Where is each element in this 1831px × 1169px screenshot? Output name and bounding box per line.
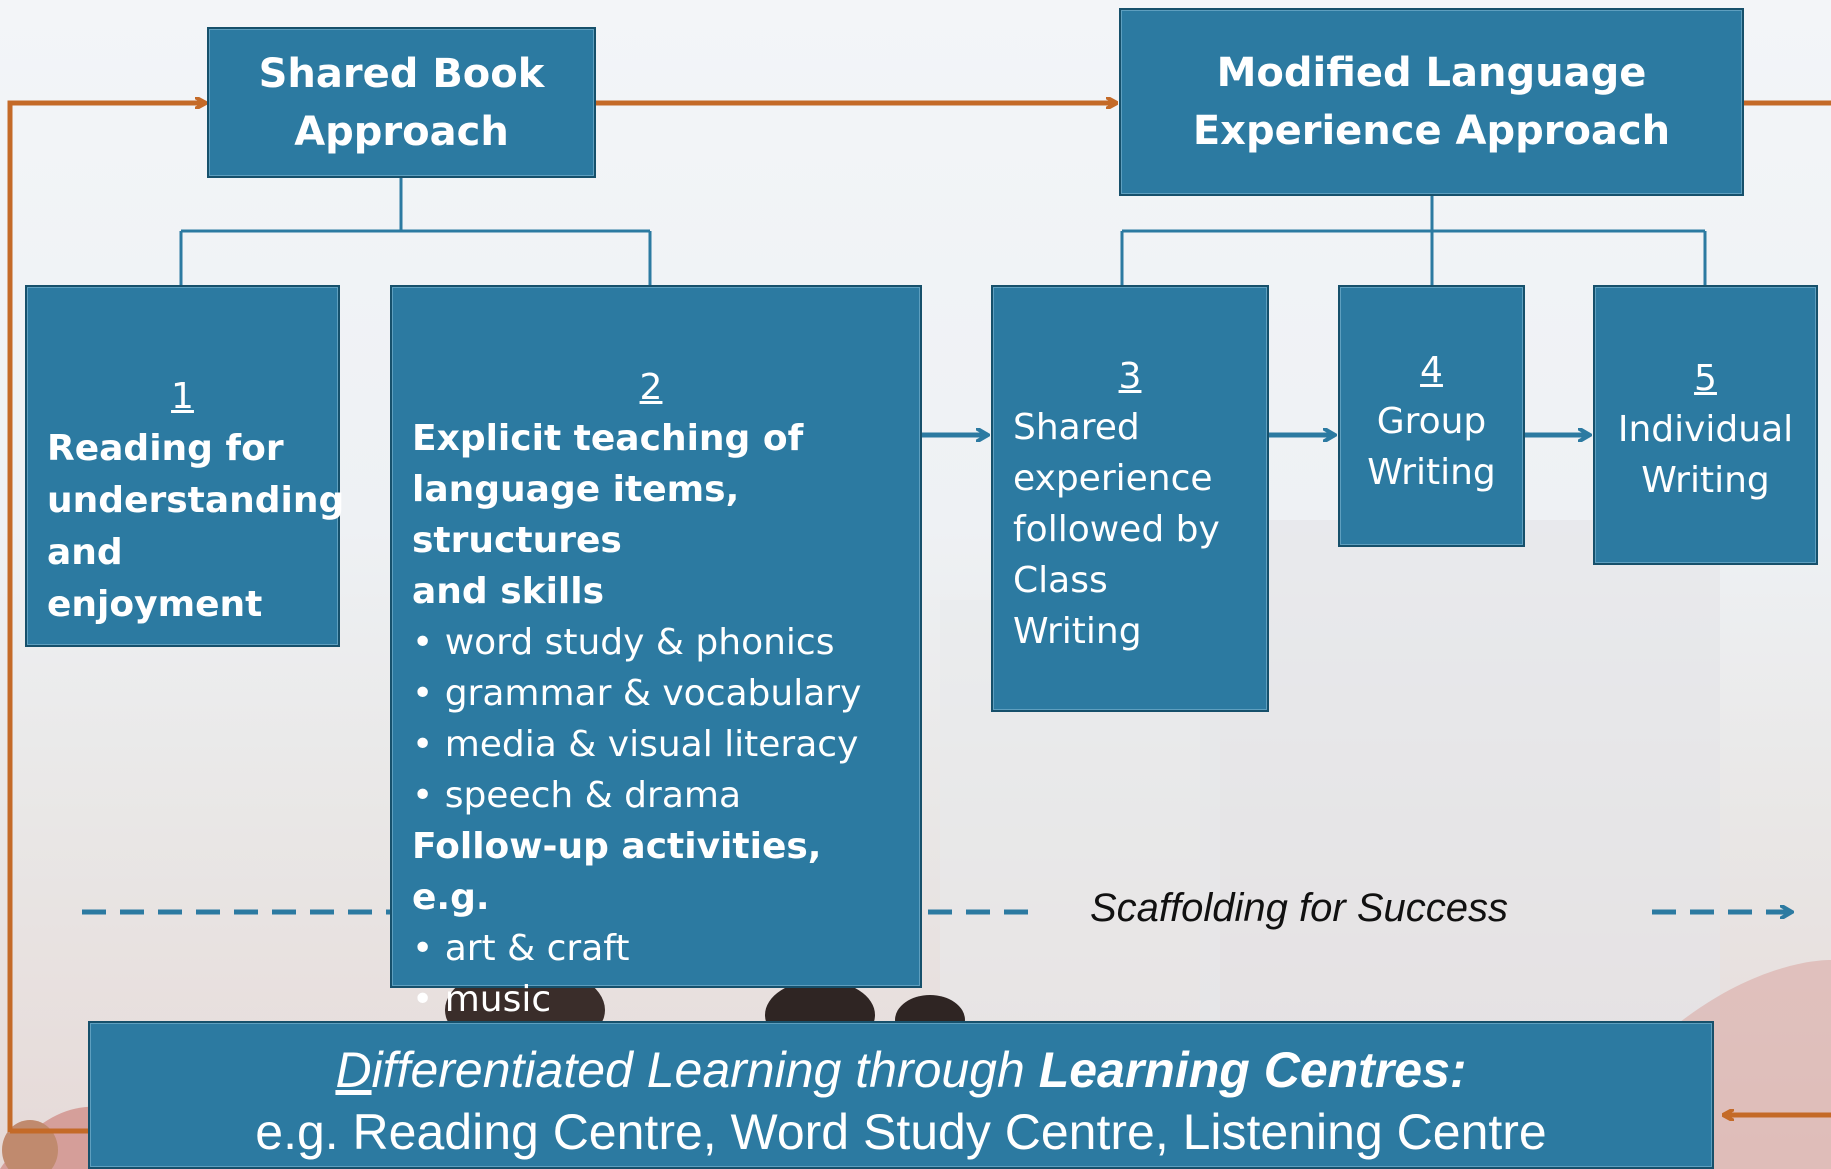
list-item: art & craft xyxy=(412,923,910,974)
connector-shared-book xyxy=(179,178,652,285)
step-2-box: 2 Explicit teaching of language items, s… xyxy=(390,285,922,1020)
learning-centres-line2: e.g. Reading Centre, Word Study Centre, … xyxy=(255,1104,1547,1160)
step-3-box: 3 Shared experience followed by Class Wr… xyxy=(991,285,1269,712)
step-2-followup-heading: Follow-up activities, e.g. xyxy=(412,826,822,918)
step-3-line: Shared xyxy=(1013,407,1140,448)
step-5-box: 5 Individual Writing xyxy=(1593,285,1818,565)
shared-book-line2: Approach xyxy=(294,108,509,155)
step-4-box: 4 Group Writing xyxy=(1338,285,1525,547)
step-1-line: and enjoyment xyxy=(47,532,263,625)
step-3-line: followed by xyxy=(1013,509,1220,550)
step-4-number: 4 xyxy=(1420,350,1443,391)
shared-book-approach-box: Shared Book Approach xyxy=(207,27,596,178)
list-item: music xyxy=(412,974,910,1025)
step-1-number: 1 xyxy=(171,376,194,417)
orange-loop-left xyxy=(7,103,205,1132)
learning-centres-line1: Differentiated Learning through Learning… xyxy=(90,1039,1712,1101)
step-2-number: 2 xyxy=(639,367,663,408)
step-2-heading: and skills xyxy=(412,571,605,612)
list-item: speech & drama xyxy=(412,770,910,821)
step-4-line: Group xyxy=(1376,401,1487,442)
mlea-line2: Experience Approach xyxy=(1192,108,1671,154)
scaffolding-label: Scaffolding for Success xyxy=(1090,886,1508,930)
mlea-box: Modified Language Experience Approach xyxy=(1119,8,1744,196)
learning-centres-initial: D xyxy=(335,1042,372,1098)
list-item: media & visual literacy xyxy=(412,719,910,770)
step-5-line: Individual xyxy=(1617,409,1794,450)
step-1-line: understanding xyxy=(47,480,345,521)
step-2-heading: language items, structures xyxy=(412,469,740,561)
step-5-line: Writing xyxy=(1641,460,1770,501)
list-item: grammar & vocabulary xyxy=(412,668,910,719)
step-4-line: Writing xyxy=(1367,452,1496,493)
step-2-followup-list: art & craft music xyxy=(412,923,910,1025)
step-2-heading: Explicit teaching of xyxy=(412,418,804,459)
step-3-line: Class xyxy=(1013,560,1108,601)
learning-centres-bold: Learning Centres: xyxy=(1038,1042,1467,1098)
shared-book-line1: Shared Book xyxy=(258,50,545,97)
step-2-skill-list: word study & phonics grammar & vocabular… xyxy=(412,617,910,821)
step-1-box: 1 Reading for understanding and enjoymen… xyxy=(25,285,345,647)
mlea-line1: Modified Language xyxy=(1216,50,1647,96)
step-1-line: Reading for xyxy=(47,428,284,469)
step-3-line: experience xyxy=(1013,458,1213,499)
step-3-line: Writing xyxy=(1013,611,1142,652)
list-item: word study & phonics xyxy=(412,617,910,668)
learning-centres-box: Differentiated Learning through Learning… xyxy=(88,1021,1714,1169)
connector-mlea xyxy=(1120,196,1707,285)
step-5-number: 5 xyxy=(1694,358,1717,399)
learning-centres-italic: ifferentiated Learning through xyxy=(371,1042,1039,1098)
step-3-number: 3 xyxy=(1118,356,1142,397)
